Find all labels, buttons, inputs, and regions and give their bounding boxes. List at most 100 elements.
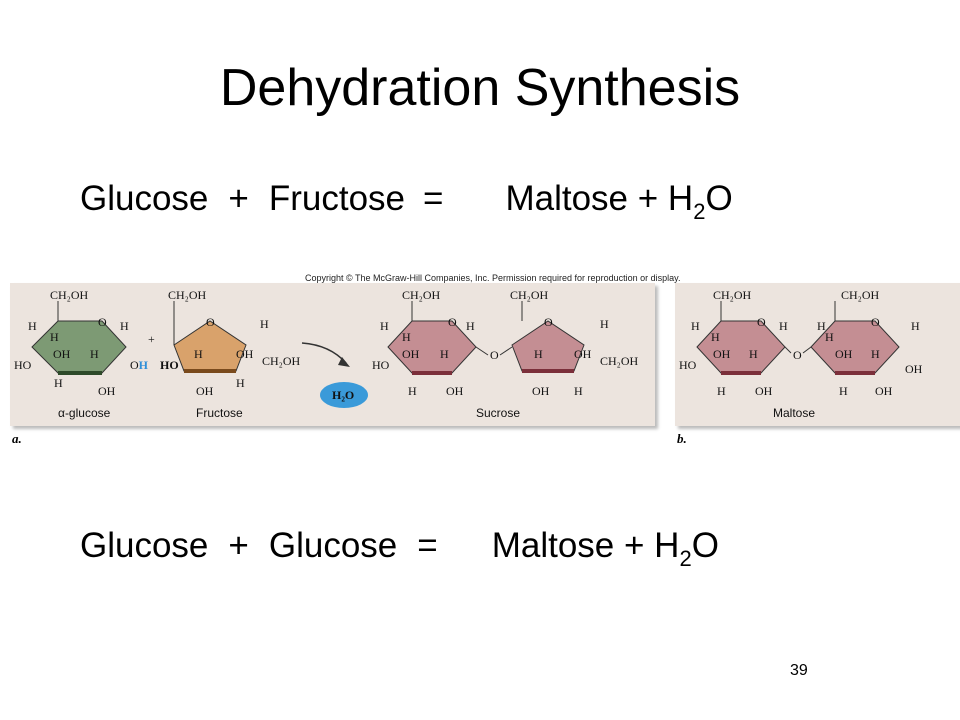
maltose-h5: H <box>717 384 726 398</box>
sucrose-diagram: CH₂OH O H H H OH H HO OH H OH α-glucose … <box>14 288 639 420</box>
fructose-oh2: OH <box>196 384 214 398</box>
sucrose-h2: H <box>466 319 475 333</box>
eq1-subscript: 2 <box>693 199 706 224</box>
glucose-ring: CH₂OH O H H H OH H HO OH H OH α-glucose <box>14 288 149 420</box>
arrow-head <box>338 357 350 367</box>
sucrose-ho: HO <box>372 358 390 372</box>
sucrose-oh3: OH <box>574 347 592 361</box>
eq2-equals: = <box>417 526 438 565</box>
water-label: H₂O <box>332 388 354 402</box>
eq1-oxygen: O <box>705 179 733 218</box>
maltose-ch2oh-1: CH₂OH <box>713 288 752 302</box>
glucose-ho: HO <box>14 358 32 372</box>
eq1-term-2: Fructose <box>268 179 406 218</box>
sucrose-ring-o-1: O <box>448 315 457 329</box>
caption-sucrose: Sucrose <box>476 406 520 420</box>
fructose-ring-o: O <box>206 315 215 329</box>
sucrose-panel: CH₂OH O H H H OH H HO OH H OH α-glucose … <box>10 283 655 426</box>
maltose-h9: H <box>871 347 880 361</box>
sucrose-h4: H <box>440 347 449 361</box>
fructose-ch2oh-top: CH₂OH <box>168 288 207 302</box>
glucose-oh1: OH <box>53 347 71 361</box>
sucrose-h5: H <box>408 384 417 398</box>
maltose-linking-o: O <box>793 348 802 362</box>
maltose-ch2oh-2: CH₂OH <box>841 288 880 302</box>
slide-title: Dehydration Synthesis <box>219 59 741 117</box>
eq1-product: Maltose + H <box>505 179 694 218</box>
glucose-ch2oh: CH₂OH <box>50 288 89 302</box>
eq2-plus: + <box>228 526 249 565</box>
maltose-panel: CH₂OH O H H H OH H HO H OH O CH₂OH O H H… <box>675 283 960 426</box>
maltose-h3: H <box>711 330 720 344</box>
glucose-h4: H <box>90 347 99 361</box>
eq1-equals: = <box>423 179 444 218</box>
maltose-h4: H <box>749 347 758 361</box>
maltose-h10: H <box>839 384 848 398</box>
equation-glucose-glucose: Glucose + Glucose = Maltose + H2O <box>80 525 719 570</box>
sucrose-h6: H <box>600 317 609 331</box>
maltose-oh3: OH <box>835 347 853 361</box>
sucrose-h1: H <box>380 319 389 333</box>
eq2-term-1: Glucose <box>80 526 209 565</box>
fructose-h2: H <box>194 347 203 361</box>
maltose-oh4: OH <box>905 362 923 376</box>
sucrose-glucose-ring: CH₂OH O H H H OH H HO H OH O <box>372 288 513 398</box>
fructose-h1: H <box>260 317 269 331</box>
fructose-oh1: OH <box>236 347 254 361</box>
glucose-h1: H <box>28 319 37 333</box>
caption-maltose: Maltose <box>773 406 815 420</box>
glucose-h2: H <box>120 319 129 333</box>
maltose-oh1: OH <box>713 347 731 361</box>
maltose-ring-1: CH₂OH O H H H OH H HO H OH O <box>679 288 812 398</box>
glucose-oh2: OH <box>130 358 149 372</box>
sucrose-linking-o: O <box>490 348 499 362</box>
sucrose-oh2: OH <box>446 384 464 398</box>
maltose-ring-o-1: O <box>757 315 766 329</box>
water-bubble <box>320 382 368 408</box>
eq2-product: Maltose + H <box>491 526 680 565</box>
eq2-subscript: 2 <box>679 546 692 571</box>
maltose-diagram: CH₂OH O H H H OH H HO H OH O CH₂OH O H H… <box>679 288 923 420</box>
sucrose-ch2oh-3: CH₂OH <box>600 354 639 368</box>
caption-fructose: Fructose <box>196 406 243 420</box>
fructose-ring: CH₂OH O H H OH HO CH₂OH OH H Fructose <box>160 288 301 420</box>
maltose-ring-o-2: O <box>871 315 880 329</box>
maltose-ho: HO <box>679 358 697 372</box>
eq1-term-1: Glucose <box>80 179 209 218</box>
sucrose-ch2oh-1: CH₂OH <box>402 288 441 302</box>
maltose-h7: H <box>911 319 920 333</box>
figure-label-a: a. <box>12 431 22 446</box>
sucrose-ch2oh-2: CH₂OH <box>510 288 549 302</box>
glucose-h5: H <box>54 376 63 390</box>
eq1-plus: + <box>228 179 249 218</box>
sucrose-oh4: OH <box>532 384 550 398</box>
maltose-h1: H <box>691 319 700 333</box>
reaction-arrow <box>301 342 347 364</box>
sucrose-h7: H <box>534 347 543 361</box>
maltose-oh5: OH <box>875 384 893 398</box>
fructose-ho-highlight: HO <box>160 358 179 372</box>
glucose-h3: H <box>50 330 59 344</box>
glucose-oh3: OH <box>98 384 116 398</box>
glucose-ring-o: O <box>98 315 107 329</box>
equation-glucose-fructose: Glucose + Fructose = Maltose + H2O <box>80 178 733 223</box>
maltose-h2: H <box>779 319 788 333</box>
figure-label-b: b. <box>677 431 687 446</box>
slide-number: 39 <box>790 662 808 679</box>
sucrose-ring-o-2: O <box>544 315 553 329</box>
eq2-term-2: Glucose <box>268 526 398 565</box>
fructose-h3: H <box>236 376 245 390</box>
plus-sign: + <box>148 332 155 346</box>
sucrose-oh1: OH <box>402 347 420 361</box>
maltose-ring-2: CH₂OH O H H H OH H OH H OH <box>810 288 923 398</box>
maltose-h8: H <box>825 330 834 344</box>
maltose-h6: H <box>817 319 826 333</box>
copyright-notice: Copyright © The McGraw-Hill Companies, I… <box>305 273 681 283</box>
maltose-oh2: OH <box>755 384 773 398</box>
eq2-oxygen: O <box>691 526 719 565</box>
sucrose-fructose-ring: CH₂OH O H H OH CH₂OH OH H <box>510 288 639 398</box>
fructose-ch2oh-right: CH₂OH <box>262 354 301 368</box>
sucrose-h8: H <box>574 384 583 398</box>
caption-alpha-glucose: α-glucose <box>58 406 111 420</box>
sucrose-h3: H <box>402 330 411 344</box>
